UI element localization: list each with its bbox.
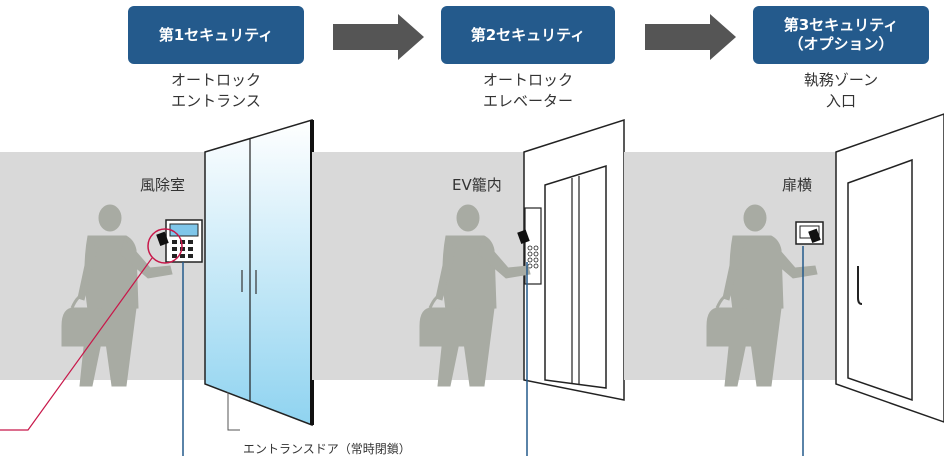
- panel-office: [624, 113, 944, 456]
- entrance-door-label: エントランスドア（常時閉鎖）: [243, 442, 411, 456]
- red-leader-line: [0, 257, 153, 431]
- office-door: [847, 158, 913, 402]
- room-label-vestibule: 風除室: [140, 176, 186, 194]
- step-3-caption: 執務ゾーン 入口: [803, 71, 879, 110]
- panel-entrance: [0, 118, 314, 456]
- step-2-title: 第2セキュリティ: [470, 25, 586, 44]
- arrow-1: [333, 14, 424, 60]
- step-1-caption: オートロック エントランス: [170, 71, 261, 110]
- security-step-2-badge: 第2セキュリティ: [441, 6, 615, 64]
- entrance-door: [204, 118, 313, 427]
- arrow-2: [645, 14, 736, 60]
- elevator-panel: [524, 207, 542, 285]
- step-1-title: 第1セキュリティ: [158, 25, 274, 44]
- elevator-doors: [544, 164, 607, 389]
- step-3-subtitle: （オプション）: [788, 35, 894, 53]
- room-label-door-side: 扉横: [782, 176, 813, 194]
- security-step-3-badge: 第3セキュリティ （オプション）: [753, 6, 929, 64]
- keypad-reader: [165, 219, 203, 263]
- step-2-caption: オートロック エレベーター: [482, 71, 573, 110]
- highlight-circle: [147, 228, 183, 264]
- room-label-elevator: EV籠内: [452, 176, 502, 194]
- panel-elevator: [312, 118, 625, 456]
- security-step-1-badge: 第1セキュリティ: [128, 6, 304, 64]
- step-3-title: 第3セキュリティ: [783, 16, 899, 34]
